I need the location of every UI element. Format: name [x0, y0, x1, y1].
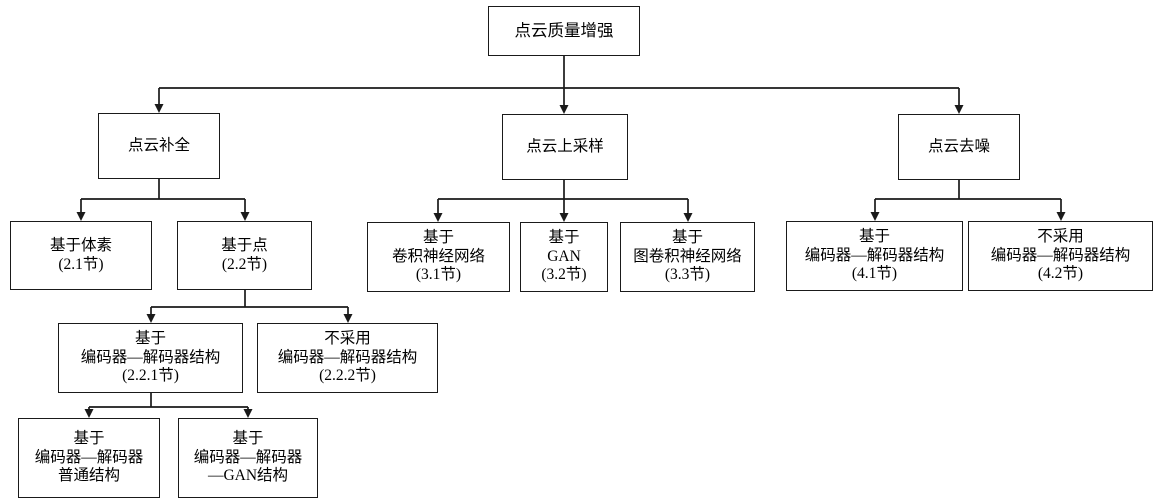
node-encoder-decoder-gan: 基于 编码器—解码器 —GAN结构 [178, 418, 318, 498]
node-denoise-encoder-decoder: 基于 编码器—解码器结构 (4.1节) [786, 221, 963, 291]
node-cnn-based: 基于 卷积神经网络 (3.1节) [367, 222, 510, 292]
node-voxel-based: 基于体素 (2.1节) [10, 221, 152, 290]
node-gan-based: 基于 GAN (3.2节) [520, 222, 608, 292]
node-denoising: 点云去噪 [898, 114, 1020, 180]
connector-denoising-to-children [870, 180, 1066, 221]
node-denoise-no-encoder-decoder: 不采用 编码器—解码器结构 (4.2节) [968, 221, 1153, 291]
node-point-encoder-decoder: 基于 编码器—解码器结构 (2.2.1节) [58, 323, 243, 393]
node-upsampling: 点云上采样 [502, 114, 628, 180]
connector-completion-to-children [76, 179, 250, 221]
node-graph-cnn-based: 基于 图卷积神经网络 (3.3节) [620, 222, 755, 292]
node-encoder-decoder-plain: 基于 编码器—解码器 普通结构 [18, 418, 160, 498]
connector-upsampling-to-children [433, 180, 693, 222]
connector-point-based-to-children [146, 290, 353, 323]
node-completion: 点云补全 [98, 113, 220, 179]
node-point-based: 基于点 (2.2节) [177, 221, 312, 290]
node-root: 点云质量增强 [488, 6, 640, 56]
connector-point-encdec-to-children [84, 393, 253, 418]
node-point-no-encoder-decoder: 不采用 编码器—解码器结构 (2.2.2节) [257, 323, 438, 393]
connector-root-to-level2 [154, 56, 964, 114]
